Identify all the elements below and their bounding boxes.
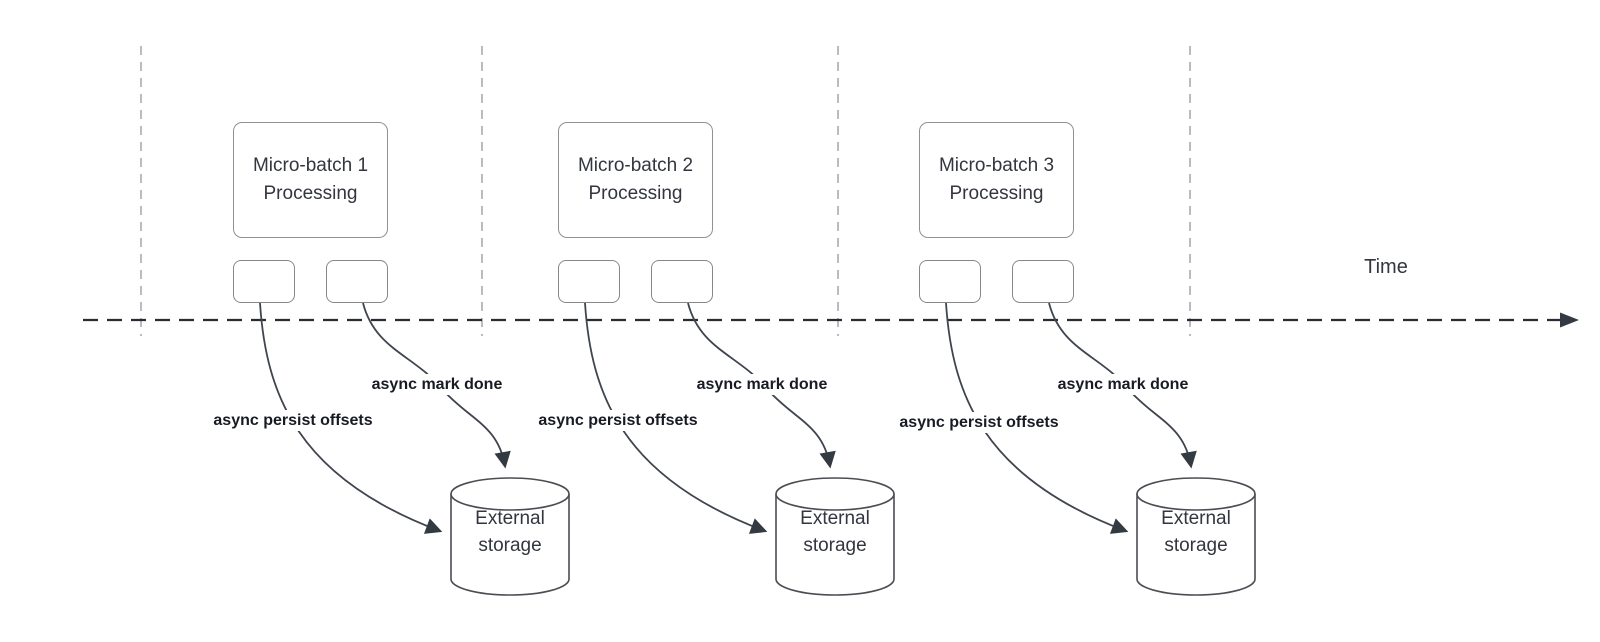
micro-batch-2-process-label: Micro-batch 2 Processing — [577, 155, 694, 204]
micro-batch-3-process-label: Micro-batch 3 Processing — [938, 155, 1055, 204]
micro-batch-2-persist-arrow-label: async persist offsets — [518, 410, 718, 431]
micro-batch-1-storage-label: External storage — [475, 508, 545, 556]
micro-batch-3-storage-label: External storage — [1161, 508, 1231, 556]
persist-offsets-arrow — [259, 302, 443, 534]
micro-batch-1-persist-task-box — [233, 260, 295, 303]
unit-2-shapes — [584, 302, 895, 596]
micro-batch-1-done-arrow-label: async mark done — [357, 374, 517, 395]
micro-batch-2-process-box: Micro-batch 2 Processing — [558, 122, 713, 238]
micro-batch-2-storage-label: External storage — [800, 508, 870, 556]
time-axis-label: Time — [1364, 256, 1408, 278]
storage-cylinder-body — [1136, 494, 1256, 596]
storage-cylinder-body — [450, 494, 570, 596]
micro-batch-3-done-arrow-label: async mark done — [1043, 374, 1203, 395]
time-axis-arrowhead-icon — [1560, 312, 1579, 328]
storage-cylinder-top — [1136, 477, 1256, 511]
micro-batch-2-done-arrow-label: async mark done — [682, 374, 842, 395]
micro-batch-3-persist-task-box — [919, 260, 981, 303]
storage-cylinder-top — [450, 477, 570, 511]
micro-batch-1-done-task-box — [326, 260, 388, 303]
storage-cylinder-body — [775, 494, 895, 596]
micro-batch-3-process-box: Micro-batch 3 Processing — [919, 122, 1074, 238]
micro-batch-3-done-task-box — [1012, 260, 1074, 303]
storage-cylinder-top — [775, 477, 895, 511]
micro-batch-1-persist-arrow-label: async persist offsets — [193, 410, 393, 431]
unit-3-shapes — [945, 302, 1256, 596]
micro-batch-1-process-label: Micro-batch 1 Processing — [252, 155, 369, 204]
micro-batch-1-process-box: Micro-batch 1 Processing — [233, 122, 388, 238]
micro-batch-3-persist-arrow-label: async persist offsets — [879, 412, 1079, 433]
unit-1-shapes — [259, 302, 570, 596]
micro-batch-2-persist-task-box — [558, 260, 620, 303]
persist-offsets-arrow — [584, 302, 768, 534]
interval-guide-lines — [140, 46, 1191, 336]
micro-batch-2-done-task-box — [651, 260, 713, 303]
